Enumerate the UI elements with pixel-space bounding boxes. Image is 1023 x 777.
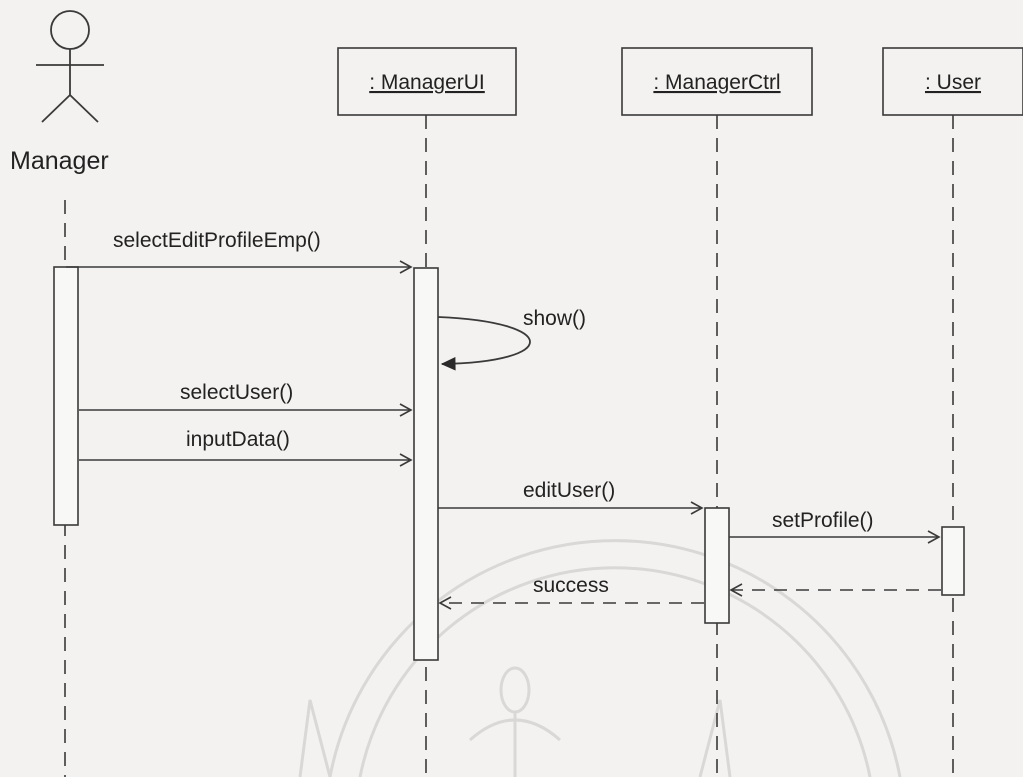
message-label: show() <box>523 307 586 330</box>
actor-manager <box>36 10 104 123</box>
message-label: success <box>533 574 609 597</box>
message-label: inputData() <box>186 428 290 451</box>
activation-user <box>941 526 965 596</box>
message-set-profile: setProfile() <box>729 509 941 544</box>
activation-manager <box>53 266 79 526</box>
lifeline-head-managerui: : ManagerUI <box>337 47 517 116</box>
lifeline-label-managerui: : ManagerUI <box>369 71 485 94</box>
watermark-seal <box>298 539 902 777</box>
lifeline-head-managerctrl: : ManagerCtrl <box>621 47 813 116</box>
message-input-data: inputData() <box>79 428 413 467</box>
activation-managerui <box>413 267 439 661</box>
lifeline-head-user: : User <box>882 47 1023 116</box>
lifeline-label-user: : User <box>925 71 981 94</box>
activation-managerctrl <box>704 507 730 624</box>
message-success: success <box>438 574 704 610</box>
message-label: selectEditProfileEmp() <box>113 229 321 252</box>
message-show: show() <box>437 307 586 371</box>
message-label: setProfile() <box>772 509 874 532</box>
actor-name: Manager <box>10 147 109 175</box>
message-select-user: selectUser() <box>79 381 413 417</box>
message-label: selectUser() <box>180 381 293 404</box>
actor-head <box>50 10 90 50</box>
message-select-edit-profile-emp: selectEditProfileEmp() <box>66 229 413 274</box>
message-label: editUser() <box>523 479 615 502</box>
lifeline-label-managerctrl: : ManagerCtrl <box>653 71 780 94</box>
message-edit-user: editUser() <box>438 479 704 515</box>
